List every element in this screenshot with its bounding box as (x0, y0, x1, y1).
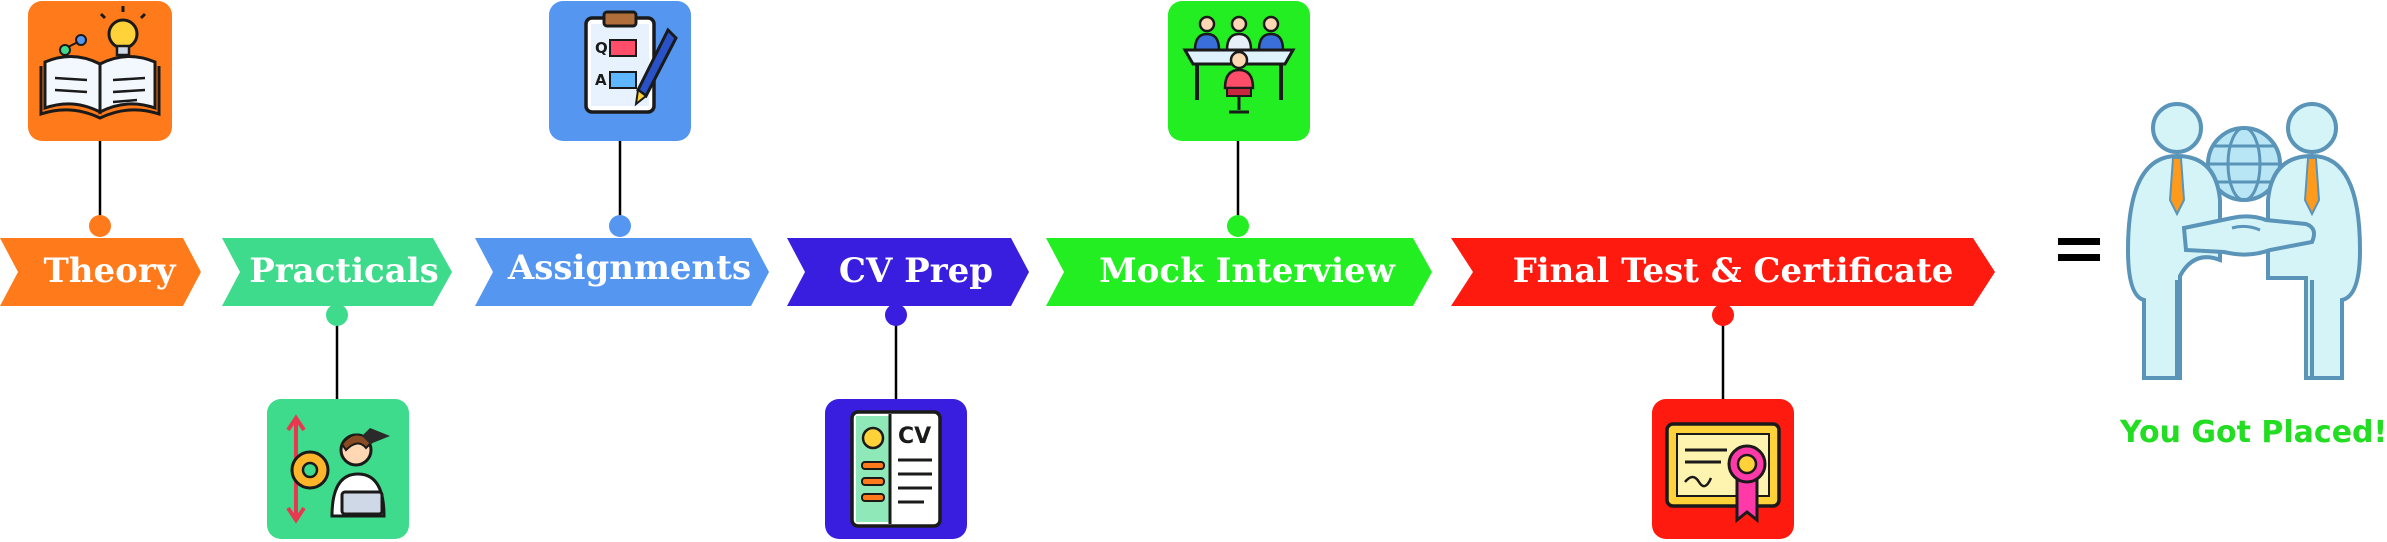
cv-document-icon: CV (825, 399, 967, 539)
banner-cv-prep (787, 238, 1029, 306)
step-label-cv-prep: CV Prep (838, 251, 994, 291)
banner-practicals (222, 238, 452, 306)
result-label: You Got Placed! (2120, 415, 2387, 450)
clipboard-qa-pen-icon: Q A (549, 1, 691, 141)
equals-symbol (2058, 228, 2108, 268)
open-book-lightbulb-icon (28, 1, 172, 141)
gear-learner-laptop-icon (267, 399, 409, 539)
step-label-final-test: Final Test & Certificate (1512, 251, 1954, 291)
step-label-practicals: Practicals (249, 251, 439, 291)
step-label-mock-interview: Mock Interview (1099, 251, 1395, 291)
banner-theory (0, 238, 201, 306)
banner-mock-interview (1046, 238, 1432, 306)
equals-symbol-text: = (2058, 228, 2059, 229)
banner-assignments (475, 238, 769, 306)
cv-icon-text: CV (898, 424, 931, 449)
qa-letter-a: A (595, 71, 607, 89)
interview-panel-icon (1168, 1, 1310, 141)
step-label-assignments: Assignments (507, 248, 752, 288)
handshake-globe-icon (2125, 102, 2363, 380)
qa-letter-q: Q (595, 39, 608, 57)
certificate-ribbon-icon (1652, 399, 1794, 539)
step-label-theory: Theory (43, 251, 176, 291)
banner-final-test (1451, 238, 1995, 306)
